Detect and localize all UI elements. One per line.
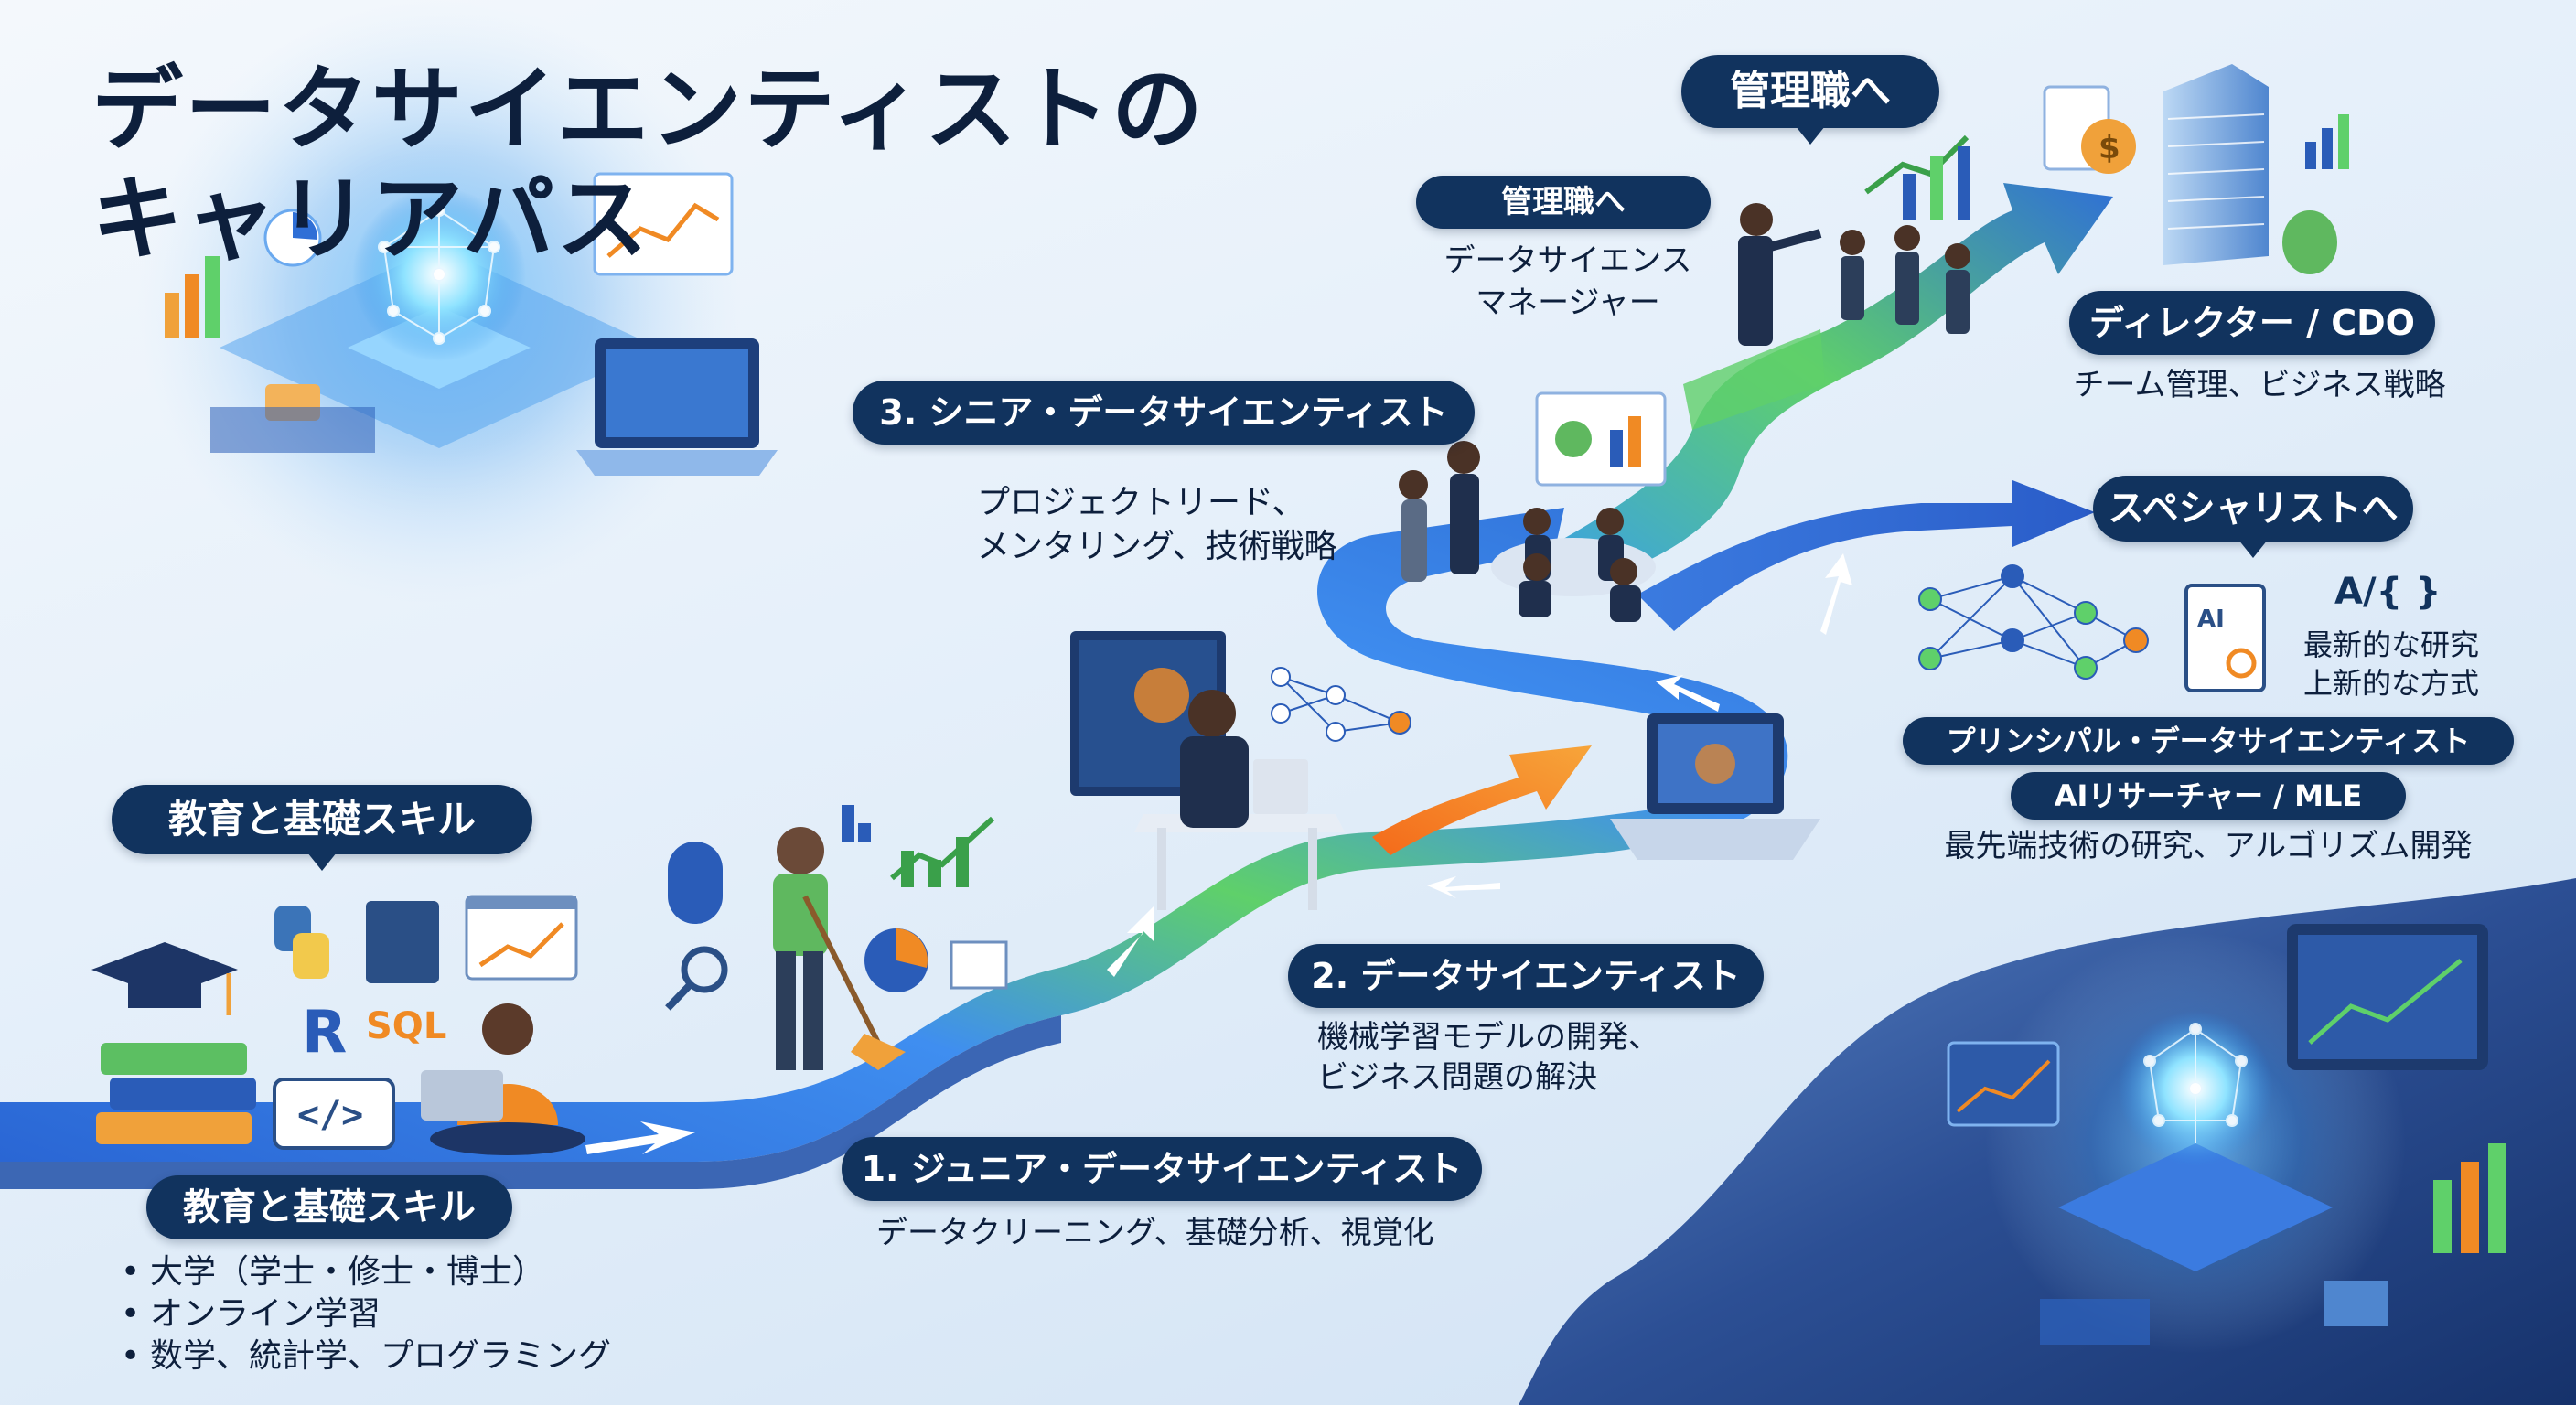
ai-hub-illustration [137, 0, 778, 604]
bar-chart-icon [2305, 114, 2349, 169]
page-title: データサイエンティストの キャリアパス [91, 55, 1205, 274]
director-label: ディレクター / CDO [2069, 291, 2435, 355]
money-bag-icon [2282, 210, 2337, 274]
chart-screen-icon [1947, 1041, 2060, 1127]
bar-chart-icon [2433, 1143, 2506, 1253]
neural-network-icon [1271, 667, 1411, 742]
broom-icon [851, 1034, 906, 1070]
r-language-icon: R [302, 999, 347, 1067]
specialist-header: スペシャリストへ [2093, 476, 2413, 558]
stage-senior-desc-line-1: プロジェクトリード、 [977, 484, 1305, 521]
education-item: 数学、統計学、プログラミング [117, 1335, 611, 1378]
education-list: 大学（学士・修士・博士） オンライン学習 数学、統計学、プログラミング [117, 1251, 611, 1378]
specialist-icons: AI [1918, 564, 2266, 692]
education-item: オンライン学習 [117, 1293, 611, 1335]
office-building-icon [2163, 64, 2269, 265]
chart-icons [842, 805, 1008, 992]
specialist-note-line-2: 上新的な方式 [2303, 666, 2480, 701]
researcher-label: AIリサーチャー / MLE [2011, 772, 2406, 820]
specialist-formula: A/{ } [2334, 571, 2442, 613]
specialist-note: 最新的な研究 上新的な方式 [2303, 626, 2479, 702]
management-label: 管理職へ [1416, 176, 1711, 229]
bar-chart-icon [165, 256, 220, 338]
title-line-2: キャリアパス [91, 166, 649, 273]
code-brackets-icon [273, 1078, 395, 1150]
senior-team-figure [1399, 391, 1667, 622]
svg-text:$: $ [2098, 130, 2120, 166]
stage-senior-desc: プロジェクトリード、 メンタリング、技術戦略 [977, 481, 1336, 569]
chart-screen-icon [593, 172, 734, 276]
stage-data-scientist-desc: 機械学習モデルの開発、 ビジネス問題の解決 [1317, 1017, 1659, 1098]
stage-junior-label: 1. ジュニア・データサイエンティスト [842, 1137, 1482, 1201]
management-road [1546, 183, 2113, 585]
growth-arrow [1372, 745, 1592, 855]
python-icon [274, 906, 329, 979]
books-icon [96, 1043, 256, 1144]
manager-figure [1738, 134, 1970, 346]
ai-document-icon [2184, 584, 2266, 692]
data-scientist-figure [1070, 631, 1411, 910]
specialist-road [1637, 480, 2095, 631]
management-header: 管理職へ [1681, 55, 1939, 145]
management-desc: データサイエンス マネージャー [1398, 240, 1738, 324]
ai-document-label: AI [2197, 606, 2225, 633]
education-icons: R SQL </> [91, 895, 585, 1155]
director-building: $ [2043, 64, 2349, 274]
laptop-figure [1610, 713, 1820, 860]
stage-data-scientist-desc-line-1: 機械学習モデルの開発、 [1317, 1019, 1659, 1056]
code-file-icon [366, 901, 439, 983]
education-header-top: 教育と基礎スキル [112, 785, 532, 871]
management-desc-line-1: データサイエンス [1444, 242, 1692, 279]
stage-junior-desc: データクリーニング、基礎分析、視覚化 [876, 1215, 1434, 1251]
title-line-1: データサイエンティストの [91, 56, 1205, 163]
education-header-bottom: 教育と基礎スキル [146, 1175, 512, 1239]
career-road-side [0, 1015, 1061, 1189]
sql-icon: SQL [366, 1005, 446, 1047]
education-item: 大学（学士・修士・博士） [117, 1251, 611, 1293]
stage-data-scientist-label: 2. データサイエンティスト [1288, 944, 1764, 1008]
director-desc: チーム管理、ビジネス戦略 [2073, 367, 2446, 403]
student-figure [421, 1003, 585, 1155]
specialist-desc: 最先端技術の研究、アルゴリズム開発 [1944, 828, 2473, 864]
stage-data-scientist-desc-line-2: ビジネス問題の解決 [1317, 1059, 1597, 1096]
database-icon [668, 842, 723, 924]
junior-figure [665, 805, 1008, 1070]
neural-network-icon [1918, 564, 2149, 680]
code-brackets-label: </> [297, 1094, 363, 1136]
growth-chart-icon [1864, 134, 1970, 220]
ai-platform-illustration [1519, 878, 2576, 1405]
coin-icon [2081, 119, 2136, 174]
management-desc-line-2: マネージャー [1476, 284, 1660, 321]
specialist-note-line-1: 最新的な研究 [2303, 627, 2480, 662]
magnifier-icon [681, 946, 728, 993]
stage-senior-desc-line-2: メンタリング、技術戦略 [977, 528, 1337, 565]
career-road [0, 508, 1788, 1162]
stage-senior-label: 3. シニア・データサイエンティスト [853, 381, 1475, 445]
direction-arrows [585, 553, 1852, 1154]
chart-window-icon [465, 895, 578, 981]
principal-label: プリンシパル・データサイエンティスト [1903, 717, 2514, 765]
